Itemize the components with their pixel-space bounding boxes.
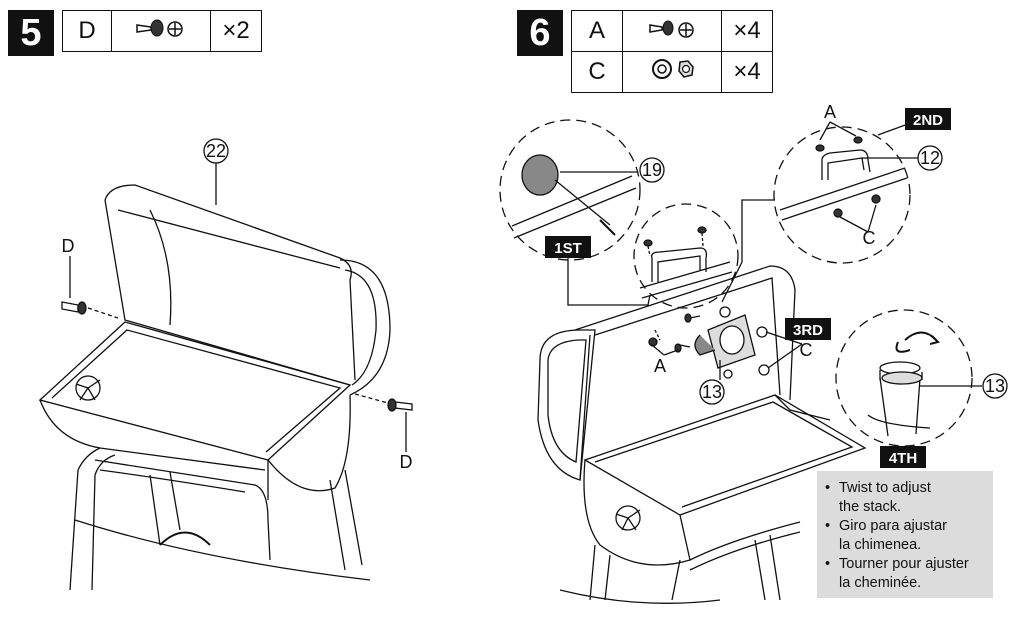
step-5-number: 5 xyxy=(8,10,54,56)
step-6-number-text: 6 xyxy=(529,11,551,54)
parts-row-a: A ×4 xyxy=(571,10,773,52)
tag-1st: 1ST xyxy=(545,236,591,258)
step-5-number-text: 5 xyxy=(20,11,42,54)
part-qty: ×2 xyxy=(210,10,262,52)
step-6-number: 6 xyxy=(517,10,563,56)
tag-4th: 4TH xyxy=(880,446,926,468)
parts-row-c: C ×4 xyxy=(571,51,773,93)
callout-c-top: C xyxy=(863,228,876,248)
tag-1st-text: 1ST xyxy=(554,240,582,257)
part-qty: ×4 xyxy=(721,51,773,93)
step-5-parts-table: D ×2 xyxy=(62,10,262,52)
tag-2nd-text: 2ND xyxy=(913,112,943,129)
parts-row-d: D ×2 xyxy=(62,10,262,52)
step-6-parts-table: A ×4 C ×4 xyxy=(571,10,773,93)
part-qty: ×4 xyxy=(721,10,773,52)
callout-d-right: D xyxy=(400,452,413,472)
callout-a-left: A xyxy=(654,356,666,376)
bolt-icon xyxy=(622,10,722,52)
callout-c-right: C xyxy=(800,340,813,360)
tag-3rd-text: 3RD xyxy=(793,322,823,339)
callout-12: 12 xyxy=(920,148,940,168)
tag-4th-text: 4TH xyxy=(889,450,917,467)
washer-nut-icon xyxy=(622,51,722,93)
callout-22: 22 xyxy=(206,141,226,161)
callout-13-chimney: 13 xyxy=(985,376,1005,396)
callout-d-left: D xyxy=(62,236,75,256)
callout-a-top: A xyxy=(824,102,836,122)
part-letter: C xyxy=(571,51,623,93)
callout-19: 19 xyxy=(642,160,662,180)
tag-3rd: 3RD xyxy=(785,318,831,340)
callout-13-lid: 13 xyxy=(702,382,722,402)
part-letter: A xyxy=(571,10,623,52)
tag-2nd: 2ND xyxy=(905,108,951,130)
